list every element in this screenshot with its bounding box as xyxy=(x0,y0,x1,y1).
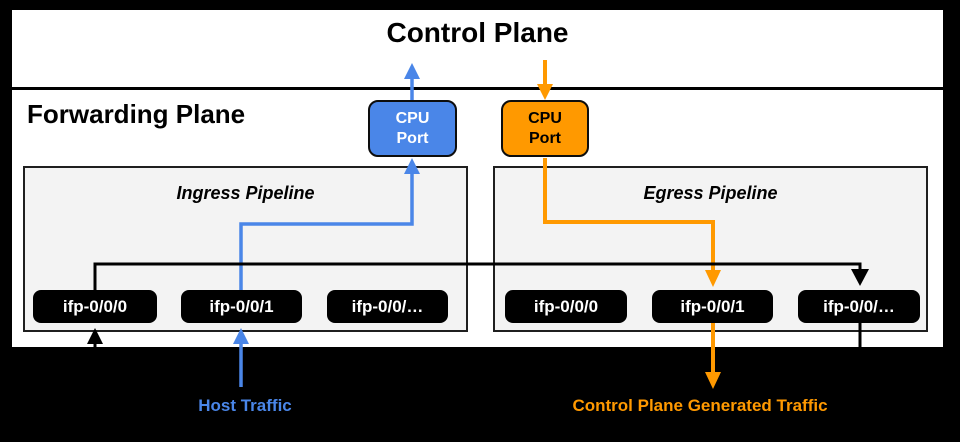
cpu-port-label-line1: CPU xyxy=(528,109,562,127)
port-chip-ingress-0: ifp-0/0/0 xyxy=(33,290,157,323)
plane-divider-line xyxy=(12,87,943,90)
control-plane-title: Control Plane xyxy=(386,17,569,48)
cpu-port-label-line2: Port xyxy=(529,129,561,147)
forwarding-plane-title: Forwarding Plane xyxy=(27,99,246,129)
port-chip-ingress-1: ifp-0/0/1 xyxy=(181,290,302,323)
ingress-pipeline-title: Ingress Pipeline xyxy=(176,183,315,203)
host-traffic-label: Host Traffic xyxy=(198,396,292,415)
cpu-port-box-egress: CPU Port xyxy=(501,100,589,157)
port-chip-egress-more: ifp-0/0/… xyxy=(798,290,920,323)
egress-pipeline-title: Egress Pipeline xyxy=(643,183,778,203)
port-chip-egress-1: ifp-0/0/1 xyxy=(652,290,773,323)
cpu-port-box-ingress: CPU Port xyxy=(368,100,457,157)
cpu-port-label-line1: CPU xyxy=(395,109,430,127)
port-chip-egress-0: ifp-0/0/0 xyxy=(505,290,627,323)
cpu-port-label-line2: Port xyxy=(396,129,429,147)
control-plane-generated-traffic-label: Control Plane Generated Traffic xyxy=(572,396,828,415)
port-chip-ingress-more: ifp-0/0/… xyxy=(327,290,448,323)
